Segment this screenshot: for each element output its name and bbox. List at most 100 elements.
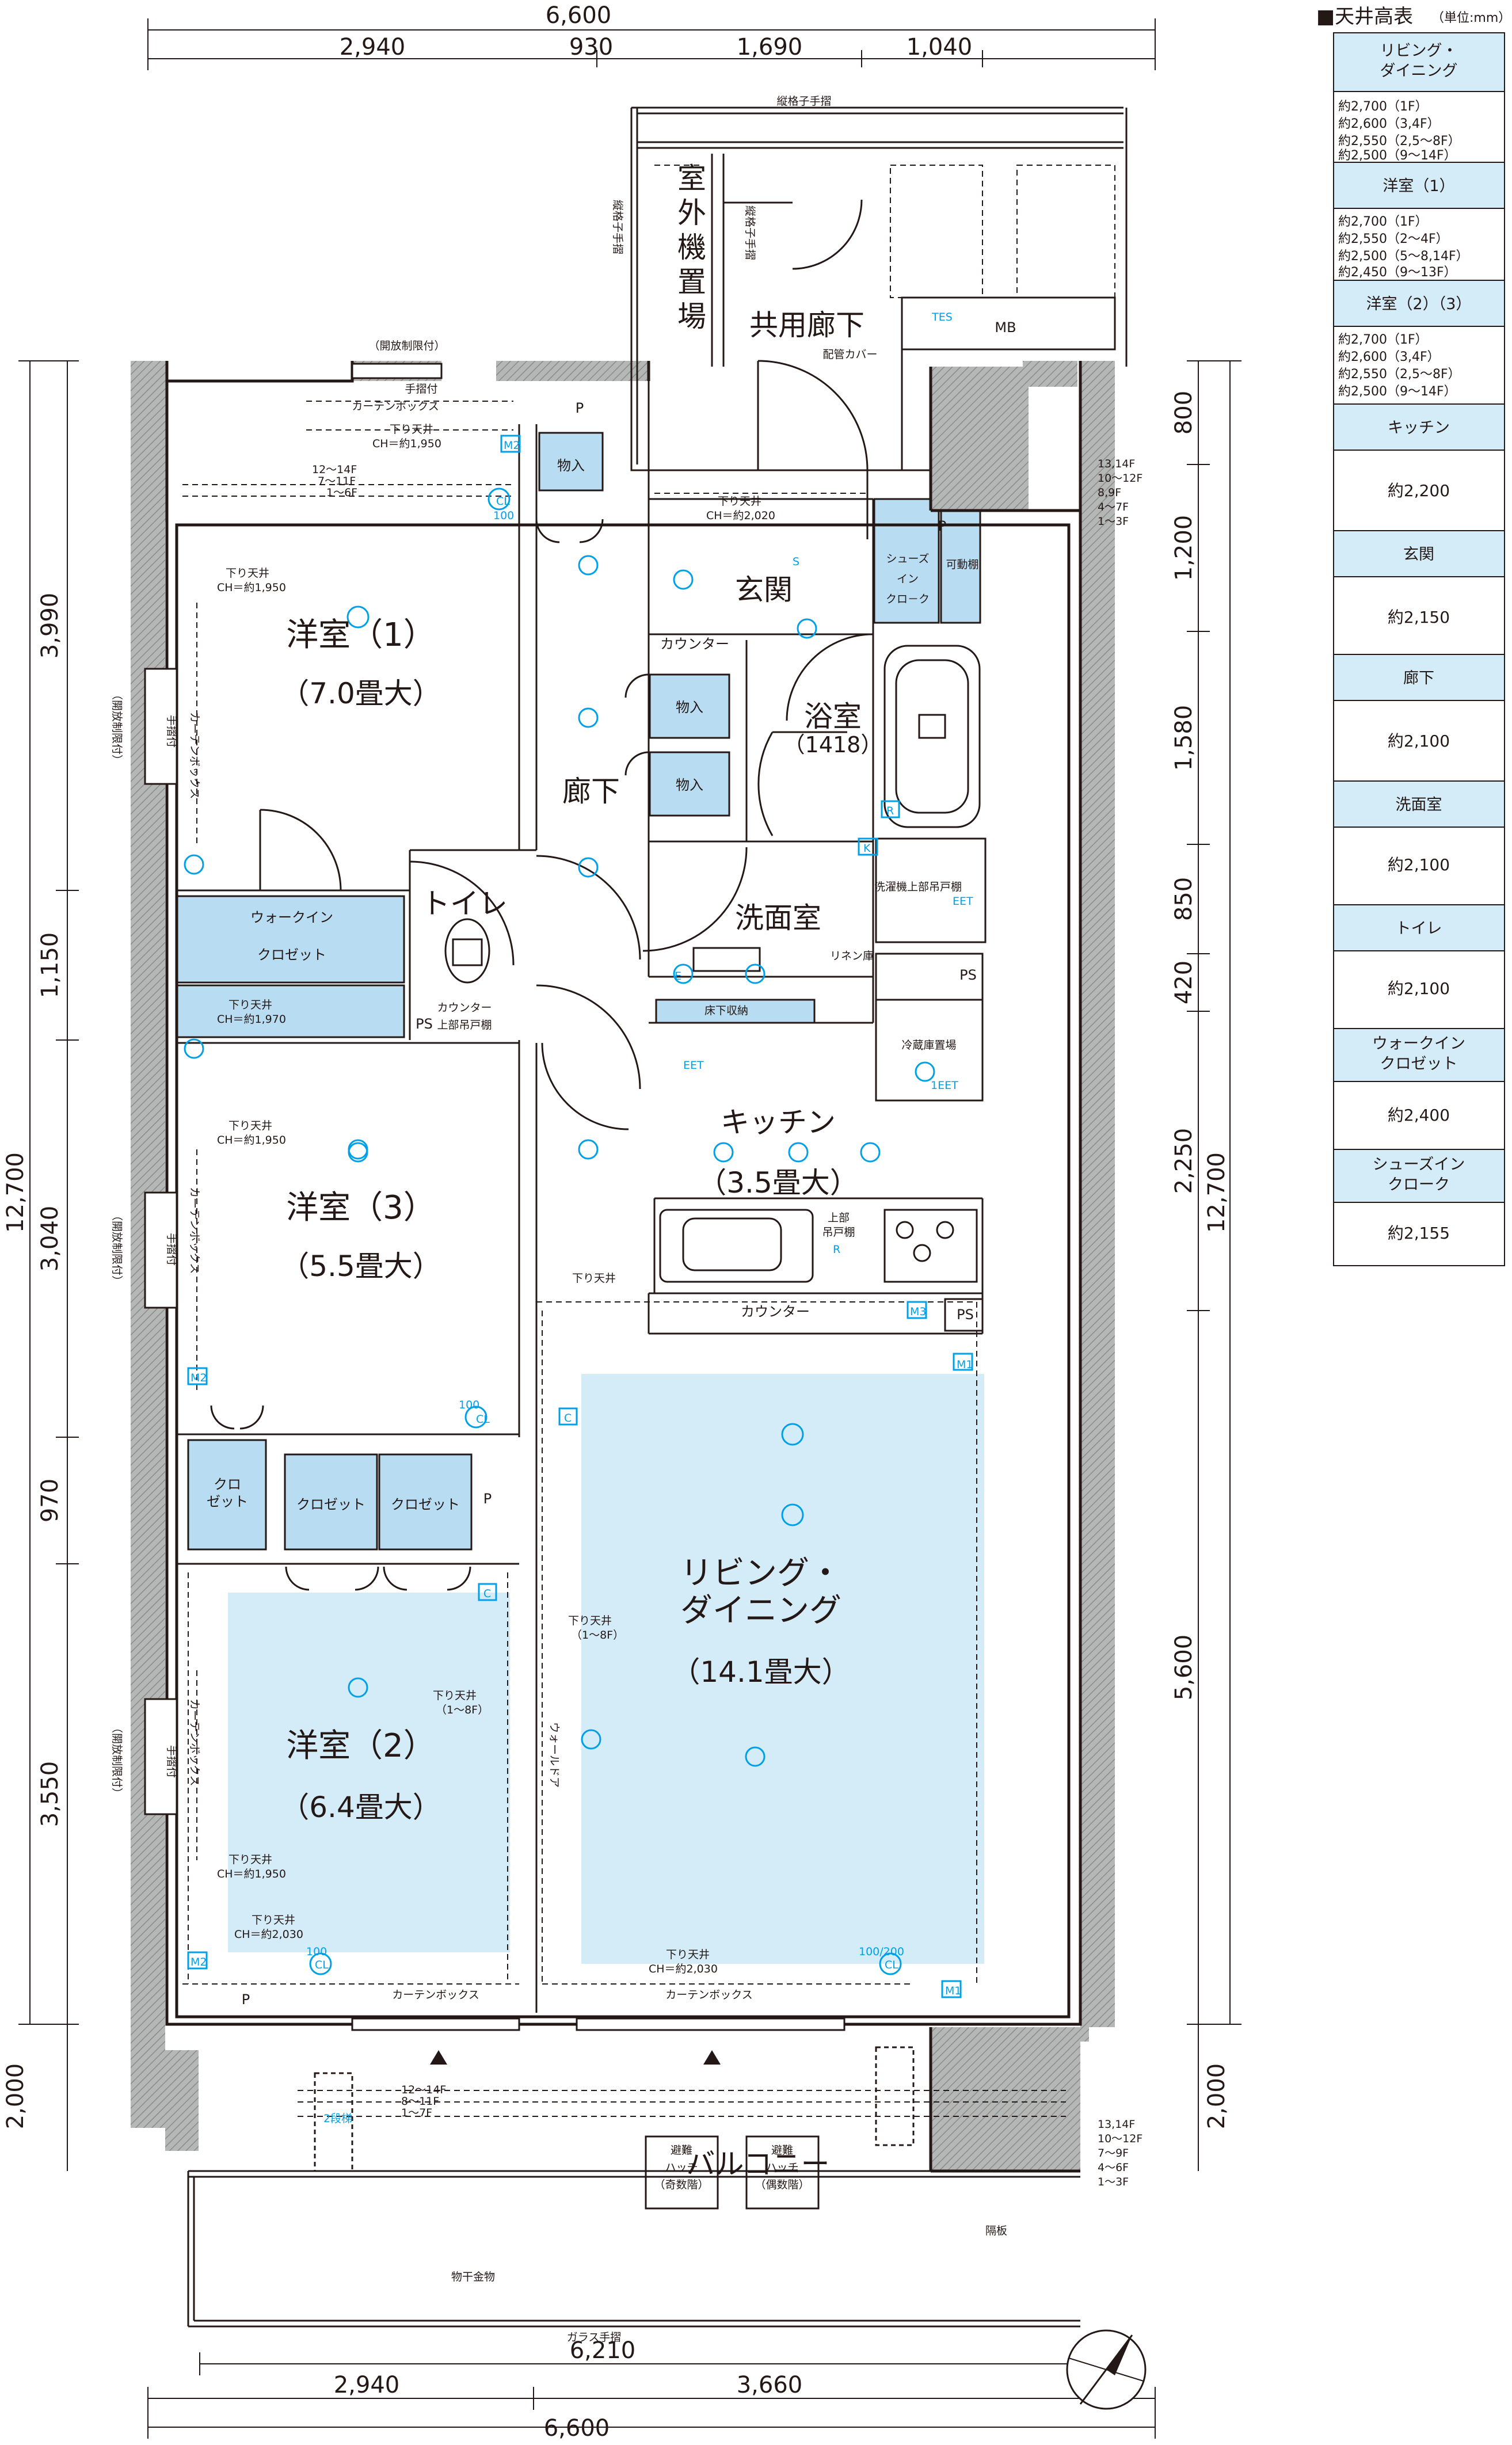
label-evac-odd-2: ハッチ (665, 2161, 698, 2174)
room-western2-name: 洋室（2） (286, 1727, 436, 1765)
note-r-47: 4～7F (1098, 501, 1129, 513)
label-open-limit-v3: （開放制限付） (111, 1722, 123, 1799)
label-lattice-handrail-v: 縦格子手摺 (744, 205, 756, 260)
note-r-13: 1～3F (1098, 515, 1129, 528)
storage-blue-boxes (176, 432, 981, 1551)
label-counter-1: カウンター (660, 636, 729, 652)
windows (144, 363, 845, 2031)
room-kitchen-name: キッチン (721, 1106, 836, 1139)
note-r2-79: 7～9F (1098, 2147, 1129, 2160)
interior-walls (177, 381, 987, 2013)
label-storage-2: 物入 (676, 699, 703, 715)
balcony (187, 2046, 1080, 2328)
dim-right-seg-7: 5,600 (1171, 1635, 1197, 1701)
room-kitchen-size: （3.5畳大） (698, 1166, 859, 1199)
room-entrance: 玄関 (735, 573, 793, 607)
note-ch-2030-w2: CH＝約2,030 (234, 1928, 303, 1941)
dashed-lines (182, 165, 1115, 2117)
table-row-0-v0: 約2,700（1F） (1338, 100, 1428, 114)
room-bath-size: （1418） (783, 732, 883, 757)
note-bal-1214: 12～14F (401, 2084, 446, 2096)
mark-100-2: 100 (459, 1399, 479, 1411)
table-row-name-5: 廊下 (1403, 669, 1434, 687)
note-down-ceiling-top: 下り天井 (390, 423, 433, 436)
mark-k: K (863, 842, 871, 855)
label-handrail-v3: 手摺付 (165, 1745, 178, 1778)
note-down-ceiling-18b: 下り天井 (568, 1614, 612, 1627)
label-mb: MB (995, 319, 1016, 336)
mark-m1-1: M1 (957, 1358, 973, 1371)
shared-corridor-lines (630, 106, 1128, 539)
label-wall-door: ウォールドア (548, 1722, 561, 1788)
table-row-1-v0: 約2,700（1F） (1338, 215, 1428, 229)
note-r2-46: 4～6F (1098, 2161, 1129, 2174)
ceiling-table-unit: （単位:mm） (1431, 11, 1511, 25)
room-living-name-1: リビング・ (680, 1555, 841, 1592)
note-down-ceiling-w2: 下り天井 (228, 1853, 272, 1866)
label-clothes-hanger: 物干金物 (451, 2271, 495, 2283)
label-lattice-handrail-v2: 縦格子手摺 (611, 200, 624, 254)
outlets (187, 435, 973, 1998)
label-curtain-box-3: カーテンボックス (665, 1989, 752, 2001)
note-r2-1012: 10～12F (1098, 2132, 1142, 2145)
table-row-8-v0: 約2,400 (1388, 1106, 1450, 1125)
table-row-name-7: トイレ (1396, 920, 1442, 938)
mark-c-2: C (483, 1587, 491, 1600)
dim-right-total: 12,700 (1203, 1152, 1230, 1233)
dim-top-seg-3: 1,690 (737, 34, 803, 60)
compass-icon (1066, 2329, 1147, 2410)
mark-m2-1: M2 (504, 439, 520, 452)
dim-right-seg-6: 2,250 (1171, 1128, 1197, 1194)
note-ch-1950-top: CH＝約1,950 (372, 437, 441, 450)
note-down-ceiling-ent: 下り天井 (718, 495, 761, 508)
dim-bottom-total: 6,600 (544, 2415, 610, 2442)
label-upper-cabinet-1: 上部 (828, 1212, 850, 1224)
mark-e: E (675, 970, 681, 982)
dim-left-balcony: 2,000 (2, 2063, 29, 2130)
label-tes: TES (931, 311, 953, 323)
table-row-name-9b: クローク (1388, 1176, 1450, 1194)
label-p-2: P (938, 518, 946, 534)
table-row-5-v0: 約2,100 (1388, 732, 1450, 751)
mark-100-200: 100/200 (859, 1945, 904, 1958)
table-row-6-v0: 約2,100 (1388, 855, 1450, 874)
note-ch-2020: CH＝約2,020 (706, 509, 775, 522)
note-bal-17: 1～7F (401, 2107, 432, 2119)
dim-left-seg-4: 970 (37, 1479, 63, 1522)
table-row-name-0b: ダイニング (1380, 62, 1458, 80)
blue-areas (228, 1374, 984, 1964)
dim-left-total: 12,700 (2, 1152, 29, 1233)
dim-top-total: 6,600 (546, 2, 612, 29)
room-outdoor-unit-c3: 機 (677, 231, 706, 264)
table-row-0-v1: 約2,600（3,4F） (1338, 117, 1440, 131)
label-handrail-v2: 手摺付 (165, 1233, 178, 1266)
table-row-name-4: 玄関 (1403, 546, 1434, 563)
note-down-ceiling-ldk: 下り天井 (666, 1948, 710, 1961)
note-ch-1950-w1: CH＝約1,950 (217, 581, 286, 594)
label-handrail-top: 手摺付 (405, 383, 437, 395)
mark-m3: M3 (910, 1305, 926, 1318)
room-western1-name: 洋室（1） (286, 616, 436, 654)
mark-s: S (793, 555, 799, 568)
dim-left-seg-1: 3,990 (37, 593, 63, 659)
label-p-3: P (483, 1491, 492, 1507)
label-closet-small-2: ゼット (207, 1494, 248, 1510)
room-western3-name: 洋室（3） (286, 1189, 436, 1227)
mark-m1-2: M1 (945, 1985, 961, 1997)
table-row-name-9a: シューズイン (1373, 1156, 1465, 1174)
note-floors-18b: （1～8F） (571, 1629, 624, 1642)
room-outdoor-unit: 室 外 機 置 場 (677, 162, 715, 333)
label-curtain-box-top: カーテンボックス (352, 400, 439, 413)
dim-right-balcony: 2,000 (1203, 2063, 1230, 2130)
dim-bottom-seg-2: 3,660 (737, 2372, 803, 2398)
note-r2-13: 1～3F (1098, 2176, 1129, 2188)
table-row-1-v1: 約2,550（2～4F） (1338, 232, 1449, 246)
mark-cl-1: CL (496, 495, 510, 508)
dim-right-seg-2: 1,200 (1171, 515, 1197, 581)
label-storage-under: 床下収納 (704, 1004, 748, 1017)
label-pipe-cover: 配管カバー (822, 348, 877, 361)
label-partition: 隔板 (985, 2225, 1007, 2237)
room-toilet: トイレ (421, 887, 508, 920)
table-row-name-2: 洋室（2）（3） (1366, 295, 1472, 313)
label-fridge: 冷蔵庫置場 (901, 1039, 956, 1052)
